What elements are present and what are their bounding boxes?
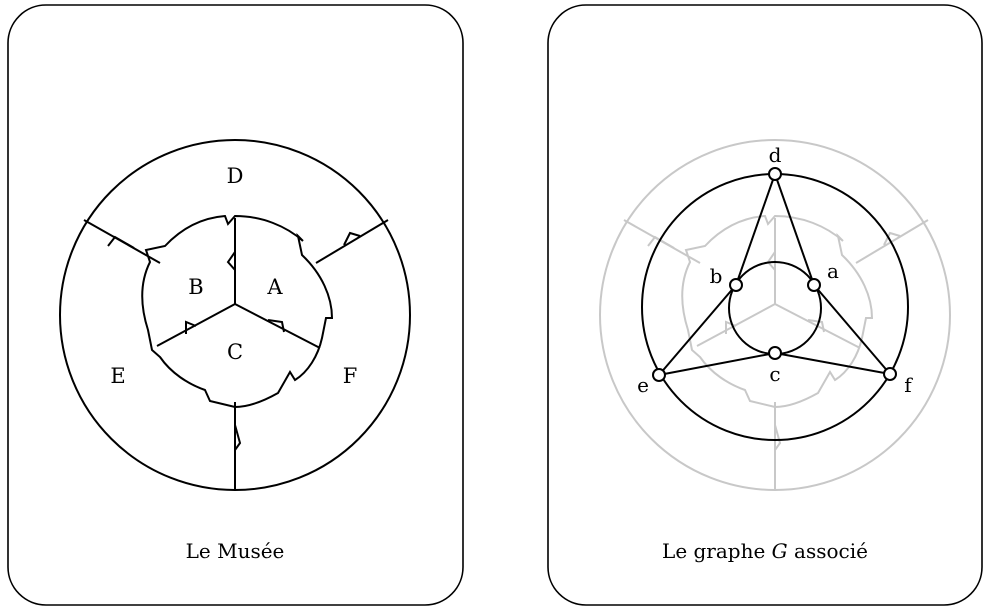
graph-vertices (652, 167, 897, 382)
vertex-label-a: a (827, 259, 839, 283)
edge-e-c (658, 352, 776, 376)
caption-graph-suffix: associé (788, 539, 868, 563)
room-label-F: F (343, 364, 358, 388)
caption-graph: Le graphe G associé (662, 539, 868, 563)
vertex-label-b: b (710, 264, 723, 288)
room-label-C: C (227, 340, 243, 364)
vertex-label-e: e (637, 373, 649, 397)
panel-museum: D B A C E F Le Musée (7, 4, 464, 606)
room-label-E: E (110, 364, 125, 388)
vertex-f (883, 367, 897, 381)
vertex-a (807, 278, 821, 292)
panel-frame-right (547, 4, 983, 606)
caption-graph-symbol: G (772, 539, 788, 563)
vertex-label-d: d (769, 143, 782, 167)
faded-floor-plan (599, 139, 951, 491)
vertex-b (729, 278, 743, 292)
edge-d-a (774, 173, 815, 286)
vertex-d (768, 167, 782, 181)
room-label-B: B (188, 275, 203, 299)
room-label-A: A (266, 275, 283, 299)
vertex-label-c: c (769, 362, 780, 386)
caption-museum: Le Musée (186, 539, 285, 563)
room-label-D: D (227, 164, 244, 188)
caption-graph-prefix: Le graphe (662, 539, 772, 563)
edge-f-a (813, 284, 891, 375)
edge-d-b (735, 173, 776, 286)
museum-floor-plan (59, 139, 411, 491)
vertex-label-f: f (904, 373, 913, 397)
vertex-e (652, 368, 666, 382)
panel-frame-left (7, 4, 464, 606)
panel-graph: d b a c e f Le graphe G associé (547, 4, 983, 606)
vertex-c (768, 346, 782, 360)
edge-e-b (658, 284, 737, 376)
edge-f-c (774, 352, 891, 375)
